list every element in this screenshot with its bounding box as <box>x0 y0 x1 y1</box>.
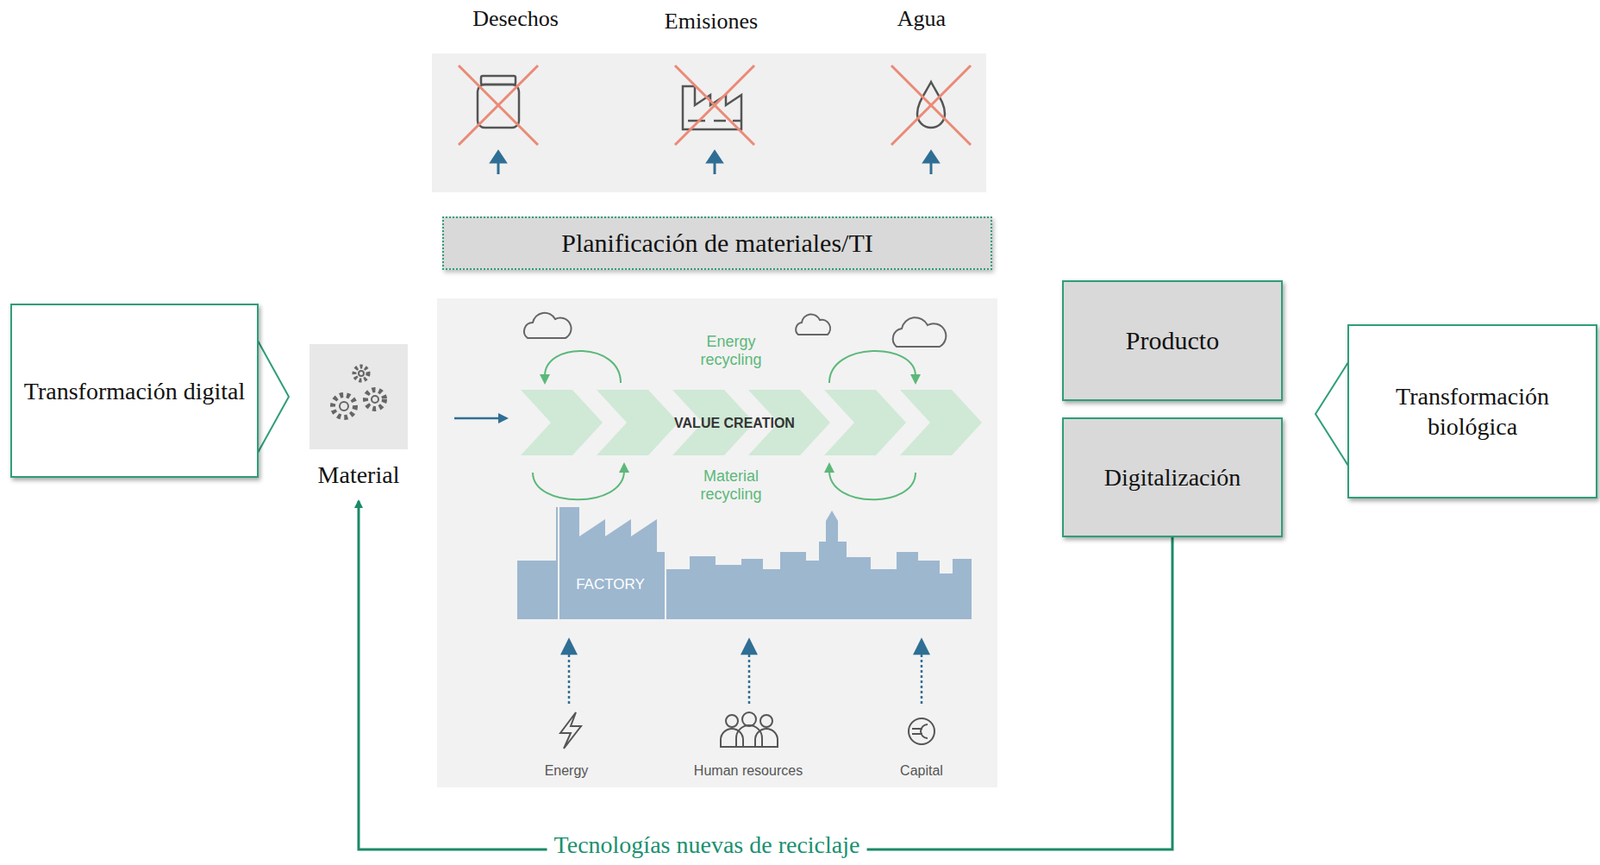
node-text: Material <box>318 459 400 490</box>
node-text: Transformación biológica <box>1357 381 1588 442</box>
gear-icon-holder <box>309 343 408 450</box>
category-label: Desechos <box>429 6 602 32</box>
category-label: Agua <box>835 6 1008 32</box>
planning-band: Planificación de materiales/TI <box>442 216 993 270</box>
process-box: Producto <box>1062 280 1283 401</box>
edge-label: Tecnologías nuevas de reciclaje <box>547 831 868 859</box>
building-label: FACTORY <box>562 575 658 594</box>
node-text: Transformación digital <box>24 375 245 407</box>
gear-icon <box>309 343 408 450</box>
material-node: Material <box>297 343 420 498</box>
node-text: Planificación de materiales/TI <box>561 226 874 260</box>
node-text: Digitalización <box>1104 462 1242 493</box>
flow-label: Material recycling <box>683 467 779 503</box>
process-box: Transformación digital <box>10 303 259 478</box>
resource-label: Energy <box>514 762 619 779</box>
node-text: Producto <box>1125 324 1219 357</box>
category-label: Emisiones <box>625 8 798 35</box>
process-box: Transformación biológica <box>1347 324 1598 499</box>
flow-label: VALUE CREATION <box>648 415 821 432</box>
connector <box>358 500 1173 850</box>
resource-label: Capital <box>869 762 974 779</box>
process-box: Digitalización <box>1062 417 1283 538</box>
flow-label: Energy recycling <box>683 332 779 369</box>
resource-label: Human resources <box>670 762 826 779</box>
